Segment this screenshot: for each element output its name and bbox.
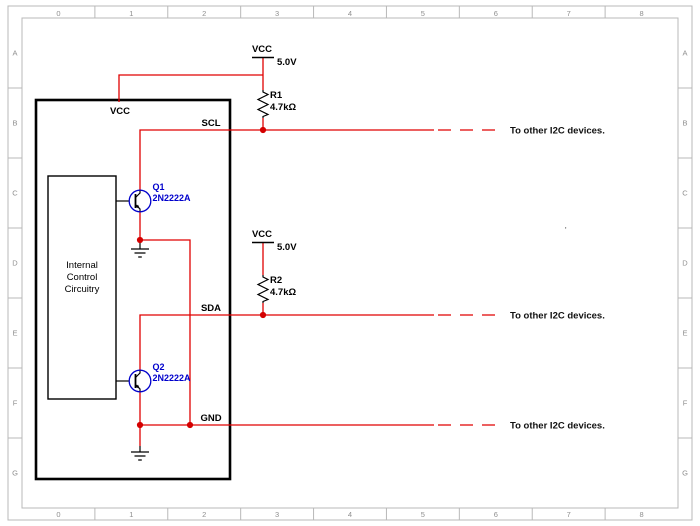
ground-symbols <box>131 240 149 461</box>
note-scl-bus: To other I2C devices. <box>510 126 605 137</box>
frame-row-label-left: E <box>12 329 17 338</box>
q1-body <box>128 189 152 213</box>
labels: VCC SCL SDA GND VCC 5.0V R1 4.7kΩ VCC 5.… <box>65 44 605 432</box>
frame-column-label-bottom: 6 <box>494 510 498 519</box>
frame-row-label-right: E <box>682 329 687 338</box>
internal-block-label-line3: Circuitry <box>65 284 100 295</box>
frame-column-label-top: 5 <box>421 9 425 18</box>
junction-dots <box>136 126 267 429</box>
frame-row-label-left: G <box>12 469 18 478</box>
internal-circuitry-block <box>47 175 117 400</box>
power-symbols <box>252 56 274 244</box>
junction-sda <box>259 311 267 319</box>
frame-column-label-top: 7 <box>567 9 571 18</box>
label-vcc2-net: VCC <box>252 229 272 240</box>
frame-column-label-bottom: 8 <box>639 510 643 519</box>
resistor-r2-symbol <box>256 275 270 303</box>
label-r2-value: 4.7kΩ <box>270 287 296 298</box>
junction-gnd <box>186 421 194 429</box>
transistor-q2 <box>116 369 152 393</box>
frame-inner-border <box>21 17 679 509</box>
frame-outer-border <box>7 5 693 521</box>
frame-column-label-top: 3 <box>275 9 279 18</box>
wire-emitter-to-gnd-pin <box>140 239 191 425</box>
internal-block-label-line1: Internal <box>66 260 98 271</box>
frame-row-label-left: B <box>12 119 17 128</box>
label-r1-value: 4.7kΩ <box>270 102 296 113</box>
label-gnd-pin: GND <box>200 413 221 424</box>
note-gnd-bus: To other I2C devices. <box>510 421 605 432</box>
frame-row-label-left: D <box>12 259 18 268</box>
frame-row-label-right: A <box>682 49 687 58</box>
label-q1-part: 2N2222A <box>153 193 192 203</box>
frame-column-label-top: 1 <box>129 9 133 18</box>
q1-emitter-arrow <box>135 204 140 209</box>
internal-block-label-line2: Control <box>67 272 98 283</box>
label-r1-ref: R1 <box>270 90 283 101</box>
frame-row-label-right: B <box>682 119 687 128</box>
q2-emitter-arrow <box>135 384 140 389</box>
label-vcc1-voltage: 5.0V <box>277 57 297 68</box>
resistor-symbols <box>256 90 270 303</box>
frame-column-label-bottom: 0 <box>56 510 60 519</box>
ic-device <box>34 98 232 481</box>
ground-symbol-q1 <box>131 240 149 258</box>
note-sda-bus: To other I2C devices. <box>510 311 605 322</box>
label-q2-ref: Q2 <box>153 362 165 372</box>
frame-column-label-top: 8 <box>639 9 643 18</box>
label-vcc1-net: VCC <box>252 44 272 55</box>
wire-vcc-feed <box>118 74 263 102</box>
q1-collector-lead <box>135 190 141 198</box>
frame-column-label-top: 6 <box>494 9 498 18</box>
frame-column-label-bottom: 2 <box>202 510 206 519</box>
frame-row-label-right: F <box>683 399 688 408</box>
frame-row-label-left: C <box>12 189 18 198</box>
q2-collector-lead <box>135 370 141 378</box>
ground-symbol-q2 <box>131 446 149 461</box>
transistor-q1 <box>116 189 152 213</box>
junction-gnd-q2 <box>136 421 144 429</box>
frame-column-label-top: 2 <box>202 9 206 18</box>
frame-column-label-bottom: 4 <box>348 510 352 519</box>
label-q2-part: 2N2222A <box>153 373 192 383</box>
label-q1-ref: Q1 <box>153 182 165 192</box>
junction-q1-emitter <box>136 236 144 244</box>
junction-scl <box>259 126 267 134</box>
frame-column-label-bottom: 1 <box>129 510 133 519</box>
frame-row-label-left: F <box>13 399 18 408</box>
resistor-r1-symbol <box>256 90 270 118</box>
label-sda-pin: SDA <box>201 303 221 314</box>
frame-column-label-top: 0 <box>56 9 60 18</box>
label-r2-ref: R2 <box>270 275 282 286</box>
frame-row-label-right: G <box>682 469 688 478</box>
wire-scl <box>139 129 434 191</box>
stray-mark: ' <box>565 226 567 235</box>
frame-column-label-bottom: 5 <box>421 510 425 519</box>
frame-row-label-right: D <box>682 259 688 268</box>
frame-column-label-bottom: 7 <box>567 510 571 519</box>
frame-column-label-bottom: 3 <box>275 510 279 519</box>
frame-row-label-left: A <box>12 49 17 58</box>
frame-row-label-right: C <box>682 189 688 198</box>
frame-column-label-top: 4 <box>348 9 352 18</box>
label-vcc2-voltage: 5.0V <box>277 242 297 253</box>
q2-body <box>128 369 152 393</box>
wire-sda <box>139 314 434 371</box>
label-scl-pin: SCL <box>202 118 221 129</box>
label-vcc-pin: VCC <box>110 106 130 117</box>
